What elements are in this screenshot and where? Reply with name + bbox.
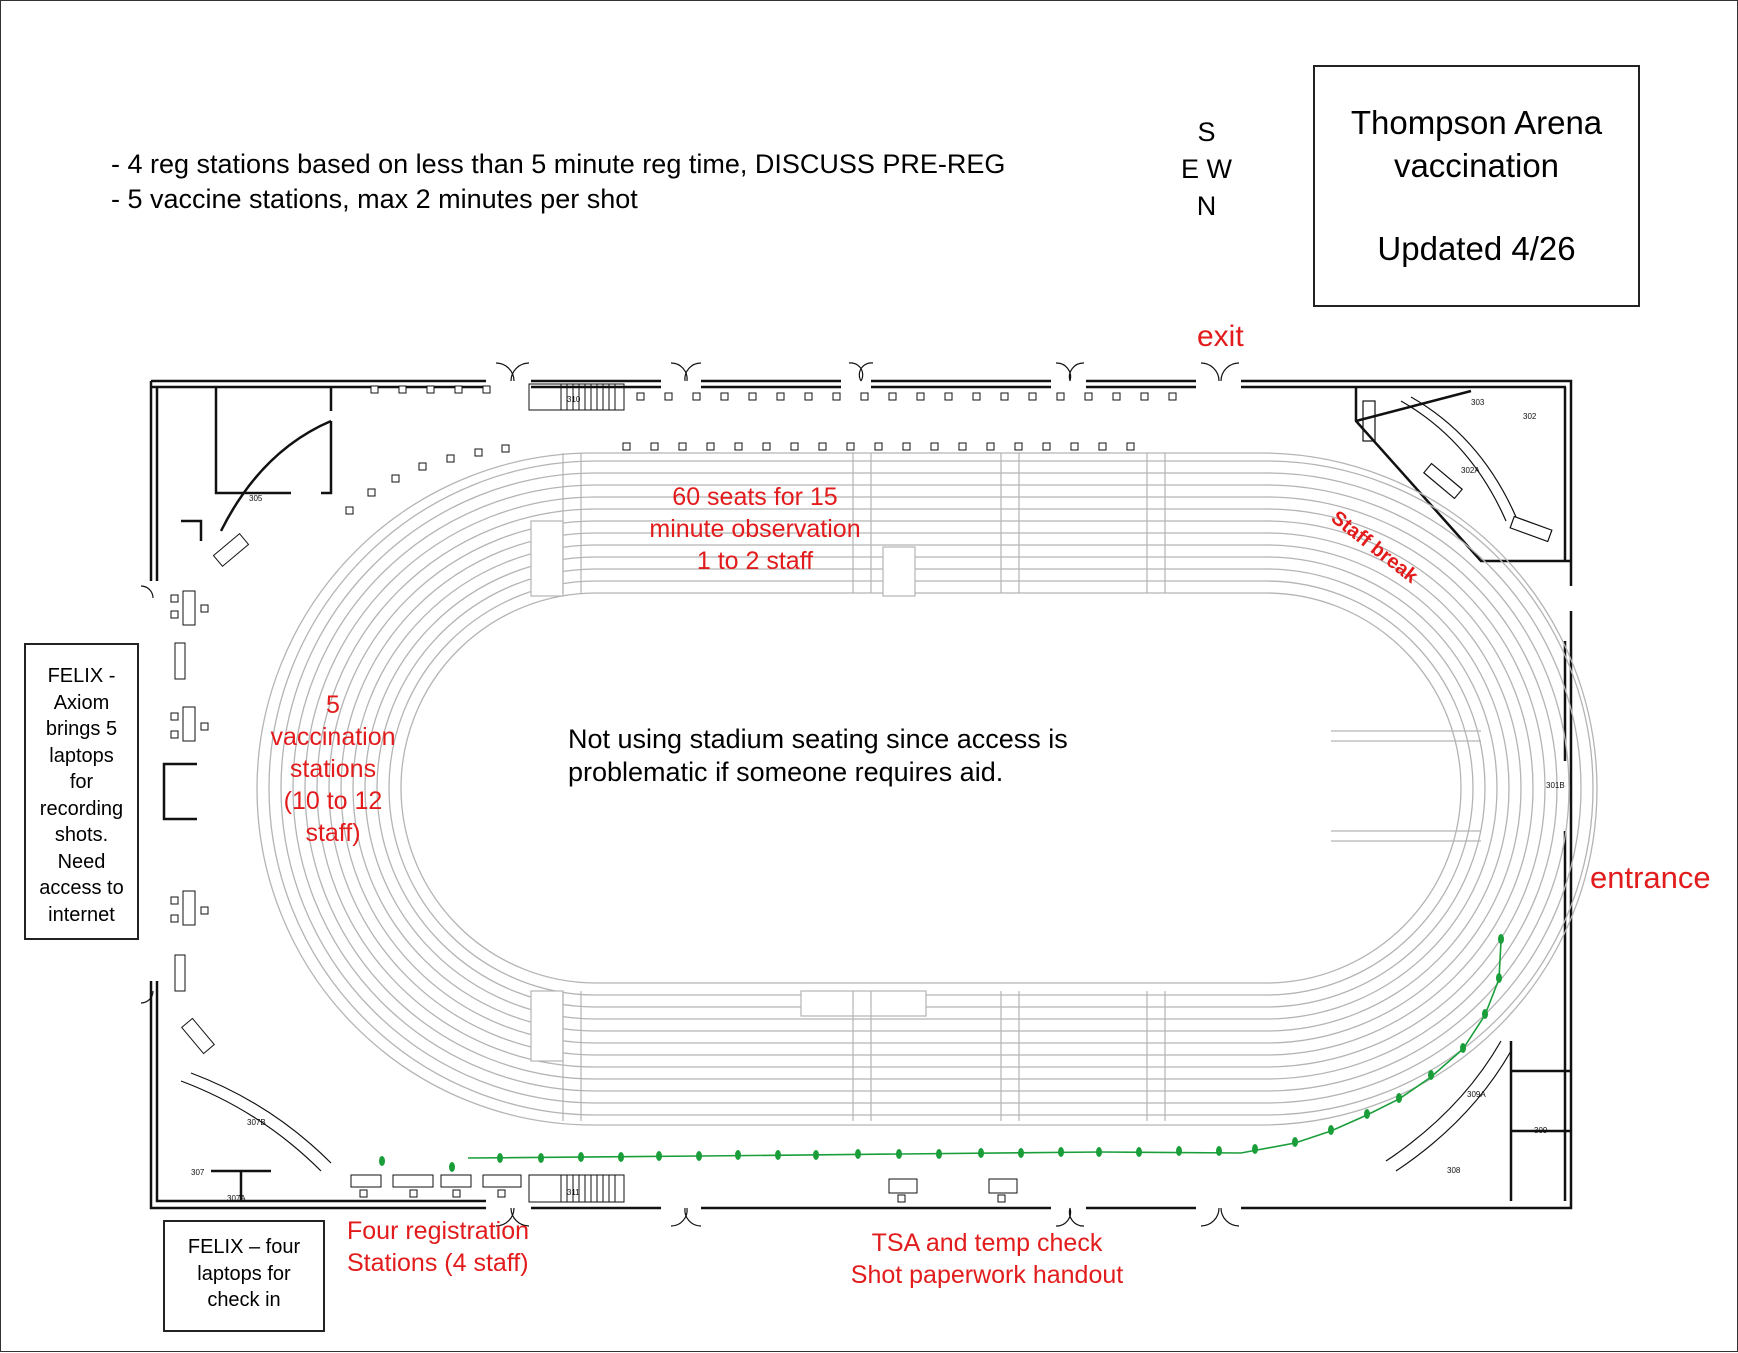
exit-label: exit: [1197, 320, 1244, 353]
center-note-line-2: problematic if someone requires aid.: [568, 757, 1004, 787]
center-note: Not using stadium seating since access i…: [568, 723, 1068, 789]
title-box: Thompson Arena vaccination Updated 4/26: [1313, 65, 1640, 307]
vaccination-line-3: stations: [289, 755, 377, 783]
tsa-label: TSA and temp check Shot paperwork handou…: [837, 1227, 1137, 1291]
room-numbers: 305 303 302 302A 301B 309A 309 308 307B …: [191, 395, 1565, 1203]
registration-line-2: Stations (4 staff): [347, 1249, 529, 1277]
felix-bottom-line-3: check in: [207, 1289, 281, 1311]
center-note-line-1: Not using stadium seating since access i…: [568, 724, 1068, 754]
felix-left-line-2: Axiom: [53, 691, 110, 714]
stadium-seating: [256, 452, 1598, 1126]
note-line-2: - 5 vaccine stations, max 2 minutes per …: [111, 184, 638, 214]
felix-laptops-note: FELIX - Axiom brings 5 laptops for recor…: [24, 643, 139, 940]
felix-left-line-4: laptops: [49, 744, 114, 767]
room-302a: 302A: [1461, 466, 1480, 475]
vaccination-line-1: 5: [326, 691, 340, 719]
tsa-line-2: Shot paperwork handout: [850, 1261, 1124, 1289]
entrance-label: entrance: [1590, 860, 1711, 895]
curved-partition: [219, 419, 332, 532]
stairwells: [528, 383, 625, 1203]
note-line-1: - 4 reg stations based on less than 5 mi…: [111, 149, 1006, 179]
room-302: 302: [1523, 412, 1537, 421]
room-311: 311: [567, 1188, 580, 1197]
seating-aisles: [530, 453, 1481, 1121]
felix-left-line-7: shots.: [54, 824, 109, 846]
felix-left-line-8: Need: [57, 850, 106, 873]
compass-rose: S E W N: [1181, 114, 1232, 225]
room-307b: 307B: [247, 1118, 266, 1127]
flow-markers: [379, 934, 1504, 1172]
observation-chairs: [345, 385, 1177, 515]
registration-tables: [350, 1174, 1018, 1203]
bracket-station: [162, 762, 197, 821]
corner-rooms: [180, 1040, 1512, 1172]
doors: [140, 362, 1240, 1227]
tsa-line-1: TSA and temp check: [871, 1229, 1103, 1257]
title-updated: Updated 4/26: [1377, 230, 1576, 267]
observation-line-2: minute observation: [649, 515, 861, 543]
registration-label: Four registration Stations (4 staff): [347, 1215, 529, 1279]
vaccination-line-4: (10 to 12: [283, 787, 383, 815]
felix-bottom-line-2: laptops for: [197, 1262, 291, 1285]
room-305: 305: [249, 494, 263, 503]
observation-line-1: 60 seats for 15: [672, 483, 838, 511]
room-303: 303: [1471, 398, 1485, 407]
vaccination-line-5: staff): [305, 819, 361, 847]
felix-left-line-10: internet: [48, 903, 115, 926]
room-307a: 307A: [227, 1194, 246, 1203]
room-310: 310: [567, 395, 581, 404]
staff-break-room: [1362, 396, 1553, 543]
felix-bottom-line-1: FELIX – four: [187, 1236, 301, 1258]
compass-north: N: [1196, 191, 1217, 221]
felix-left-line-3: brings 5: [45, 718, 118, 740]
vaccination-stations: [170, 533, 250, 1055]
room-309: 309: [1534, 1126, 1548, 1135]
room-307: 307: [191, 1168, 205, 1177]
felix-left-line-6: recording: [39, 797, 124, 820]
title-line-2: vaccination: [1393, 147, 1560, 184]
vaccination-area-label: 5 vaccination stations (10 to 12 staff): [263, 689, 403, 849]
observation-line-3: 1 to 2 staff: [696, 547, 814, 575]
planning-notes: - 4 reg stations based on less than 5 mi…: [111, 147, 1005, 217]
observation-area-label: 60 seats for 15 minute observation 1 to …: [633, 481, 877, 577]
felix-left-line-9: access to: [39, 877, 124, 899]
vaccination-line-2: vaccination: [270, 723, 396, 751]
registration-line-1: Four registration: [347, 1217, 530, 1245]
patient-flow-path: [467, 940, 1502, 1159]
room-308: 308: [1447, 1166, 1461, 1175]
felix-left-line-5: for: [69, 771, 94, 793]
room-301b: 301B: [1546, 781, 1565, 790]
compass-south: S: [1197, 117, 1216, 147]
compass-east-west: E W: [1181, 154, 1232, 184]
room-309a: 309A: [1467, 1090, 1486, 1099]
felix-checkin-note: FELIX – four laptops for check in: [163, 1220, 325, 1332]
title-line-1: Thompson Arena: [1350, 104, 1603, 141]
felix-left-line-1: FELIX -: [47, 665, 116, 687]
building-walls: [149, 379, 1573, 1210]
